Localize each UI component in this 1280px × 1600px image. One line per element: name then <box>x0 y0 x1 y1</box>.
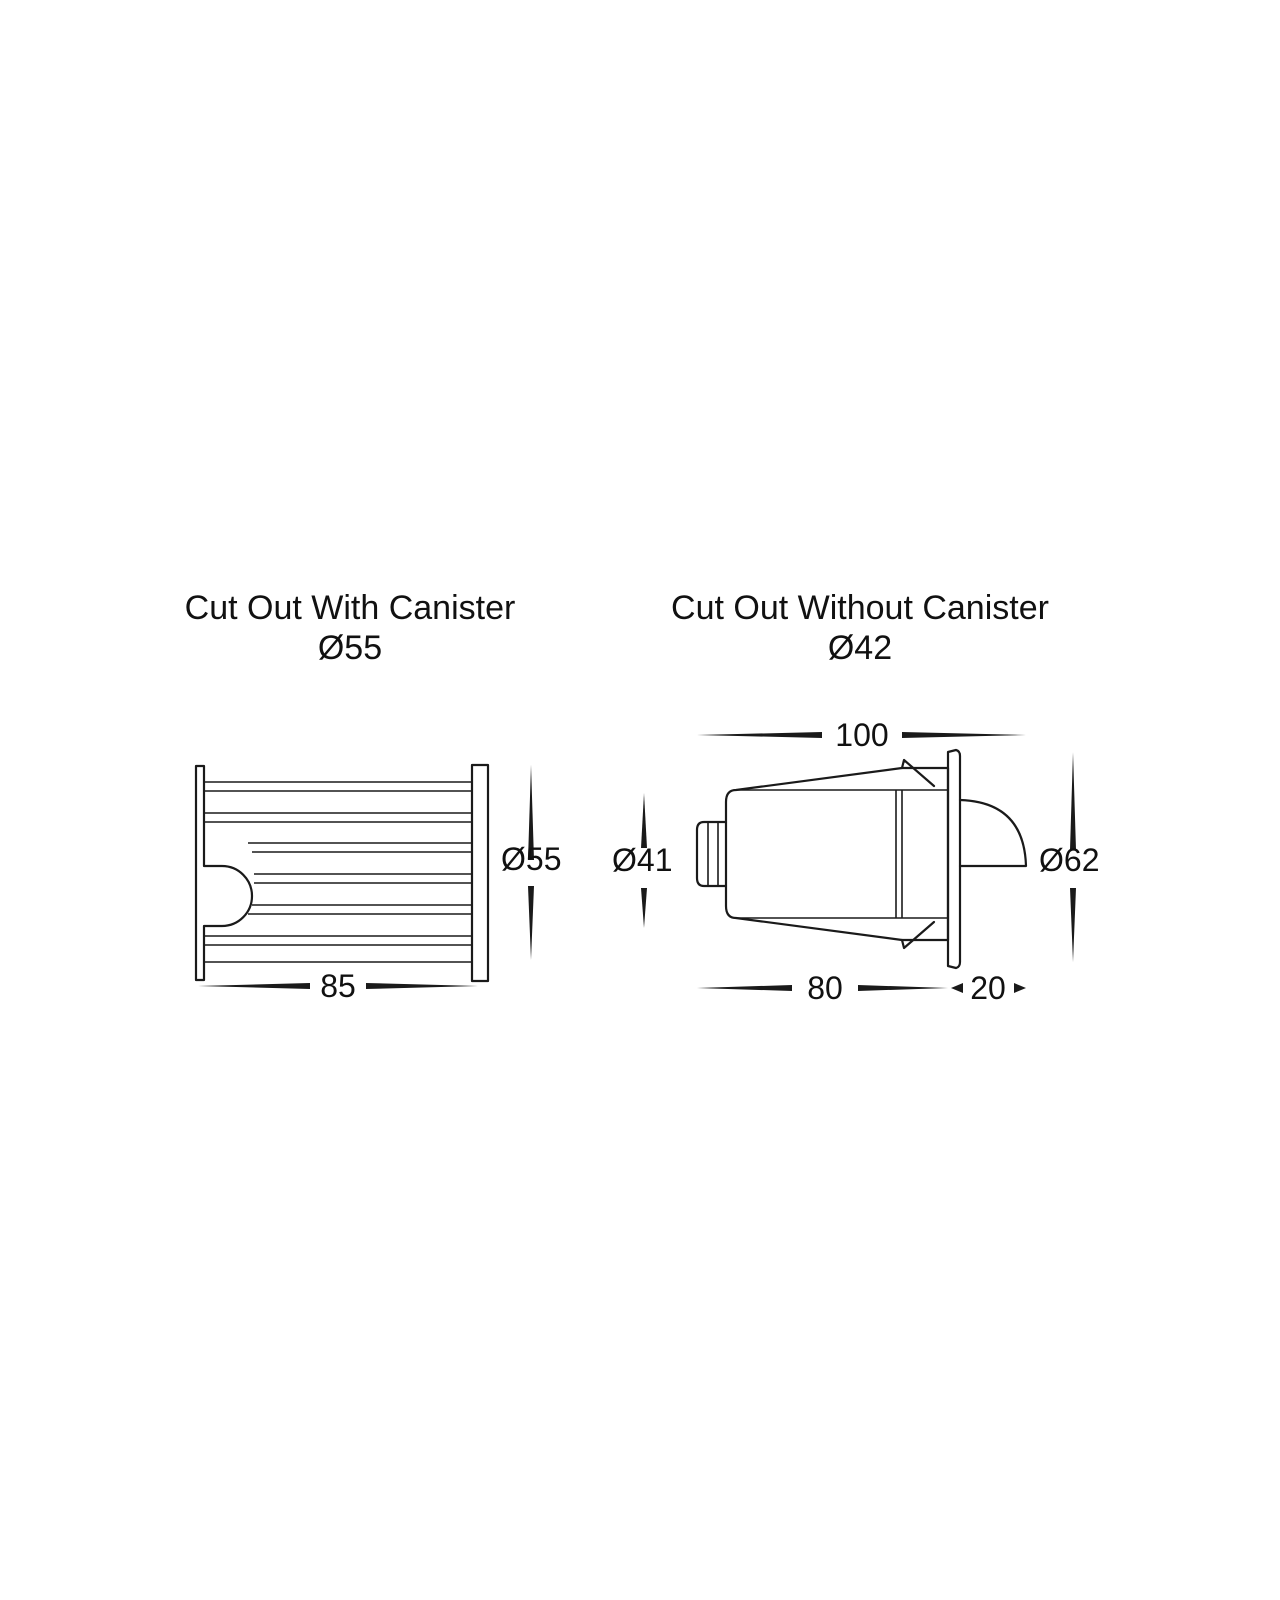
right-view-caption: Cut Out Without Canister Ø42 <box>620 588 1100 668</box>
dim-arrow-right <box>902 732 1026 738</box>
dim-right-body-length: 80 <box>697 970 948 1006</box>
dim-arrow-bottom <box>641 888 647 928</box>
dim-arrow-bottom <box>528 886 534 960</box>
dim-right-body-diameter: Ø41 <box>612 793 672 928</box>
cable-gland <box>695 820 728 888</box>
right-view-cutout-value: Ø42 <box>827 629 893 667</box>
dim-right-body-length-label: 80 <box>807 970 843 1006</box>
dim-arrow-left <box>951 983 963 993</box>
dim-right-face-depth: 20 <box>951 970 1026 1006</box>
dim-left-length-label: 85 <box>320 968 356 1004</box>
left-view-cutout-value: Ø55 <box>317 629 383 667</box>
dim-arrow-top <box>528 765 534 860</box>
left-view-title: Cut Out With Canister <box>184 589 516 627</box>
dim-arrow-right <box>858 985 948 991</box>
canister-drawing <box>194 763 490 983</box>
dim-arrow-top <box>641 793 647 848</box>
dim-arrow-left <box>697 985 792 991</box>
dim-left-length: 85 <box>198 968 478 1004</box>
dim-arrow-left <box>198 983 310 989</box>
spring-clip-top <box>900 758 936 788</box>
fitting-drawing <box>695 748 1028 970</box>
face-plate <box>946 748 962 970</box>
dim-arrow-left <box>697 732 822 738</box>
dim-left-diameter-label: Ø55 <box>501 841 561 877</box>
dim-right-body-diameter-label: Ø41 <box>612 842 672 878</box>
right-view-title: Cut Out Without Canister <box>671 589 1049 627</box>
spring-clip-bottom <box>900 920 936 950</box>
canister-right-end-plate <box>470 763 490 983</box>
dim-right-face-diameter: Ø62 <box>1039 752 1099 962</box>
dim-arrow-right <box>1014 983 1026 993</box>
dim-arrow-bottom <box>1070 888 1076 962</box>
dim-right-face-depth-label: 20 <box>970 970 1006 1006</box>
canister-ribs <box>204 781 472 963</box>
dim-arrow-top <box>1070 752 1076 850</box>
dim-right-overall-length-label: 100 <box>835 717 888 753</box>
left-view-caption: Cut Out With Canister Ø55 <box>150 588 550 668</box>
dim-arrow-right <box>366 983 478 989</box>
dim-right-overall-length: 100 <box>697 717 1026 753</box>
dim-left-diameter: Ø55 <box>501 765 561 960</box>
eyelid-hood <box>958 798 1028 868</box>
fitting-body <box>724 766 950 942</box>
canister-left-end-plate <box>194 764 254 982</box>
dim-right-face-diameter-label: Ø62 <box>1039 842 1099 878</box>
